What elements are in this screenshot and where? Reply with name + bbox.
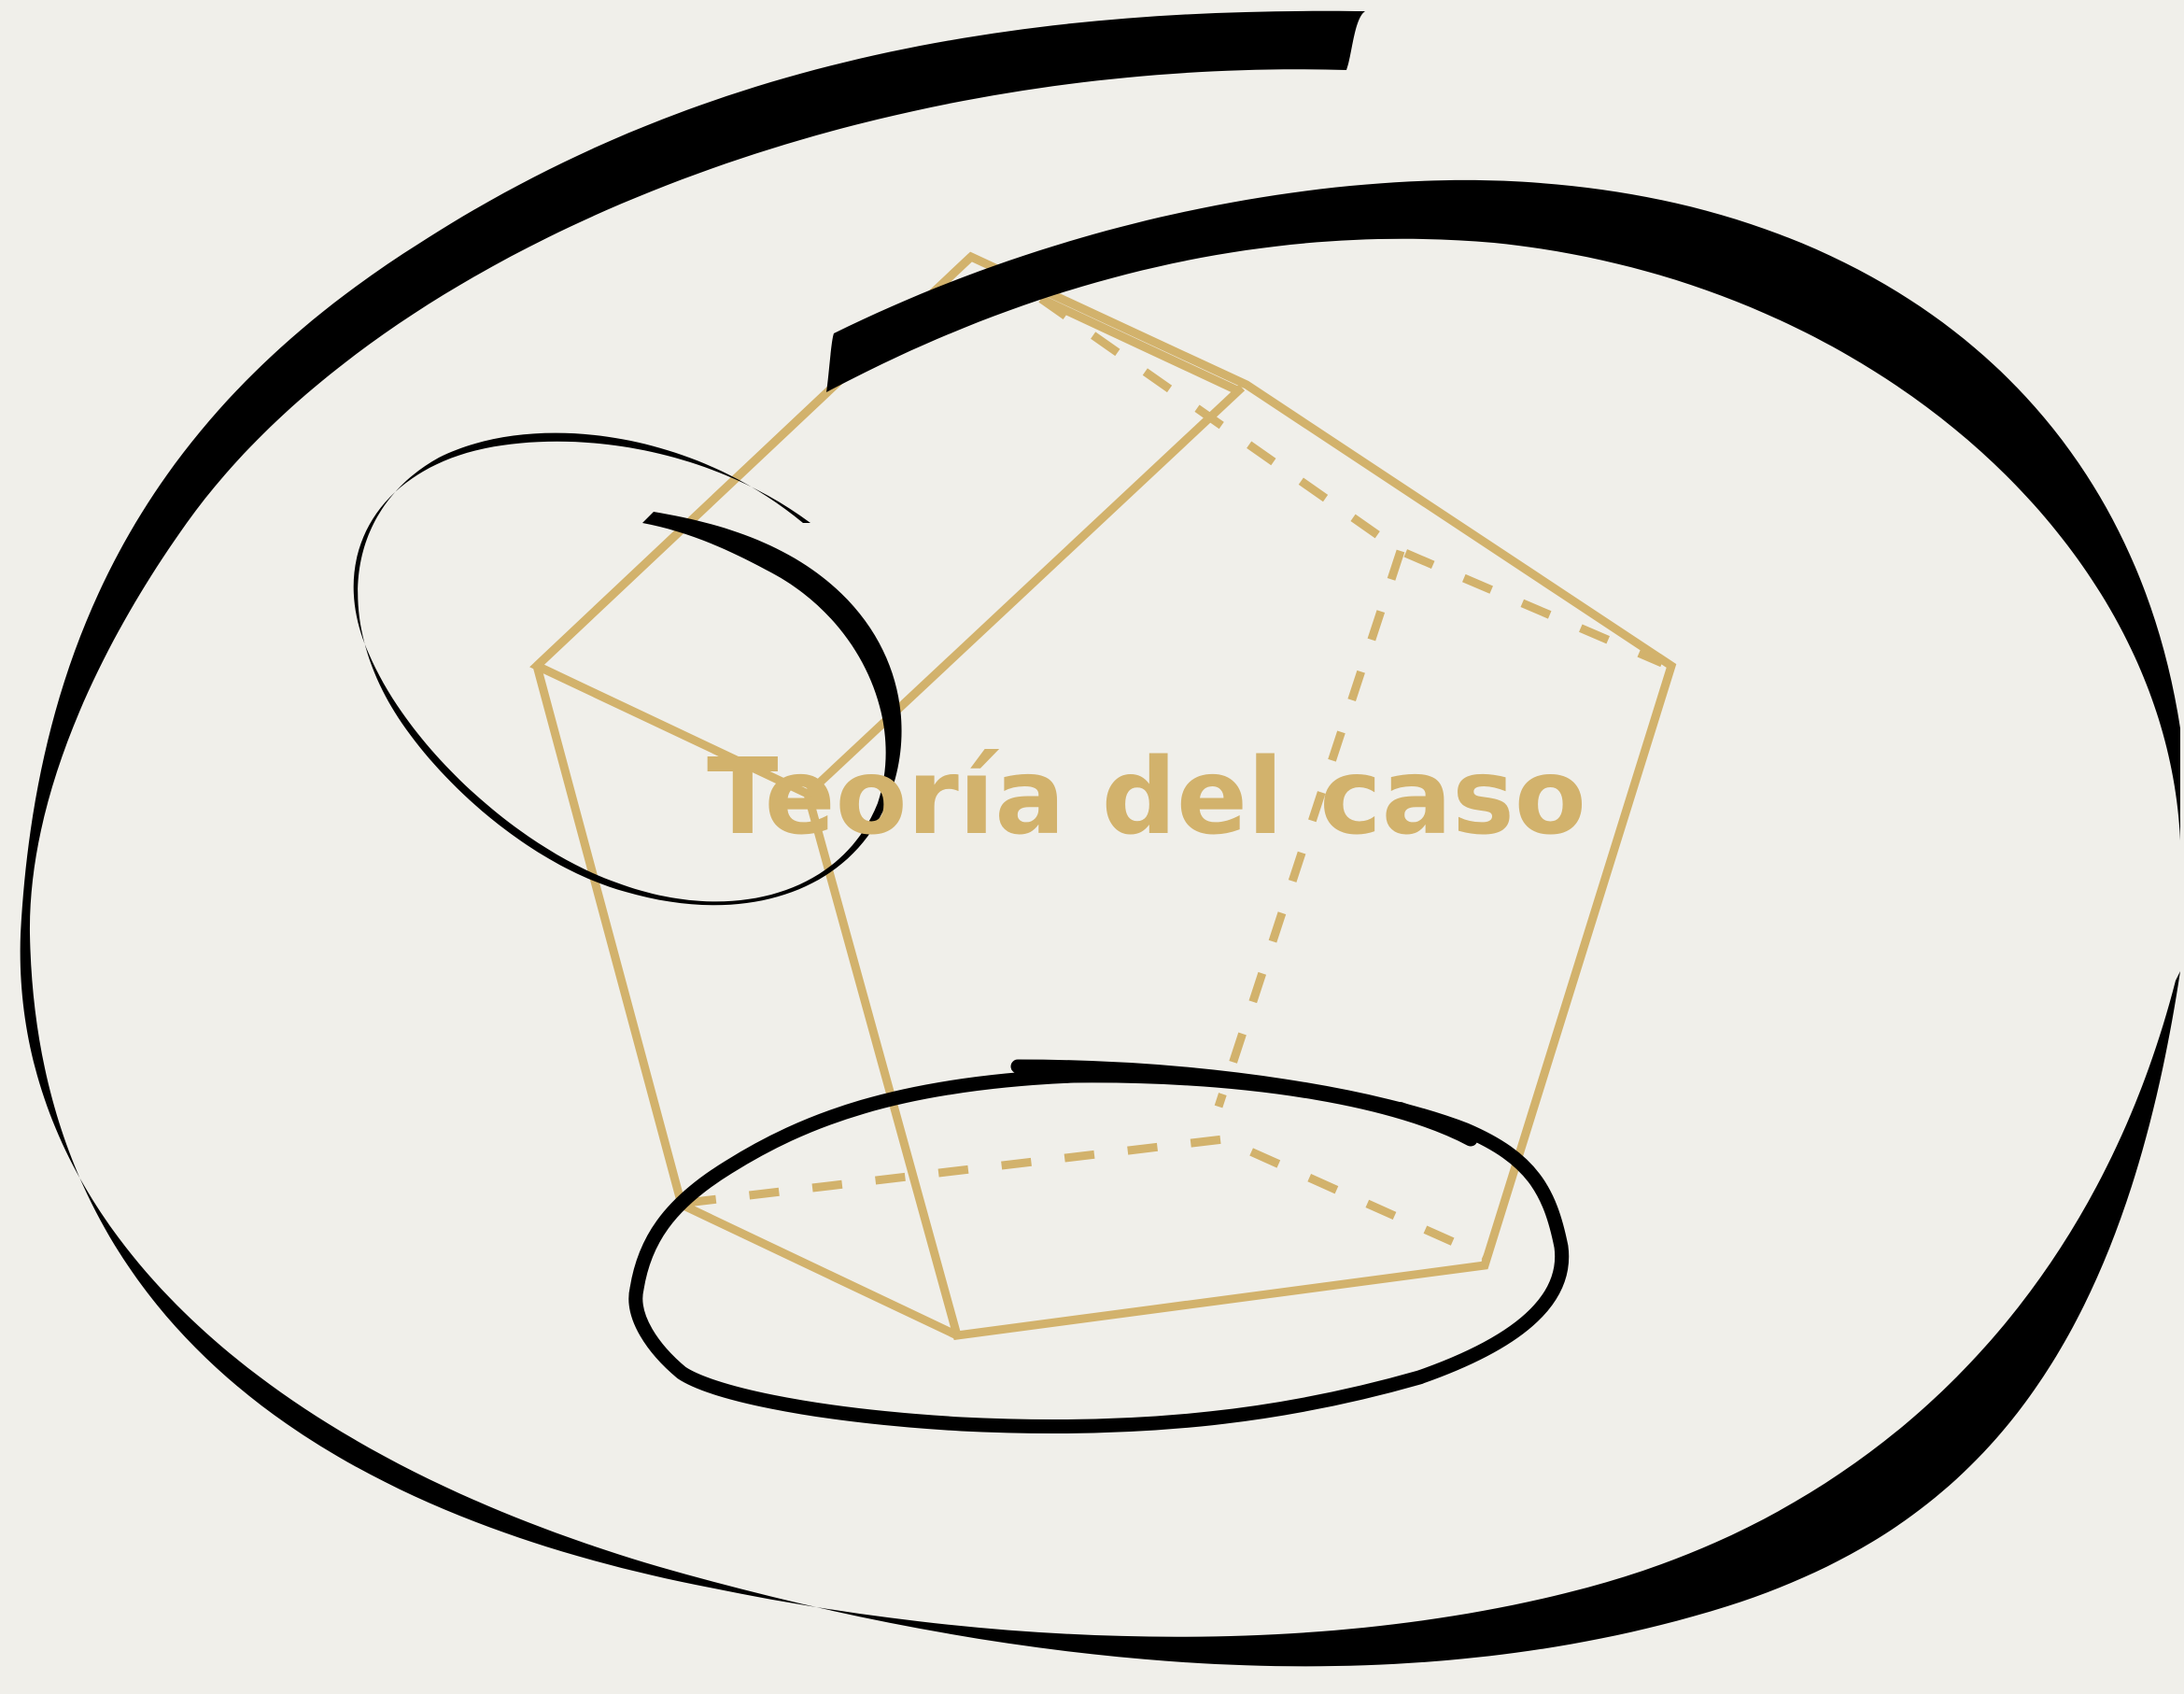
diagram-title: Teoría del caso — [707, 737, 1586, 858]
